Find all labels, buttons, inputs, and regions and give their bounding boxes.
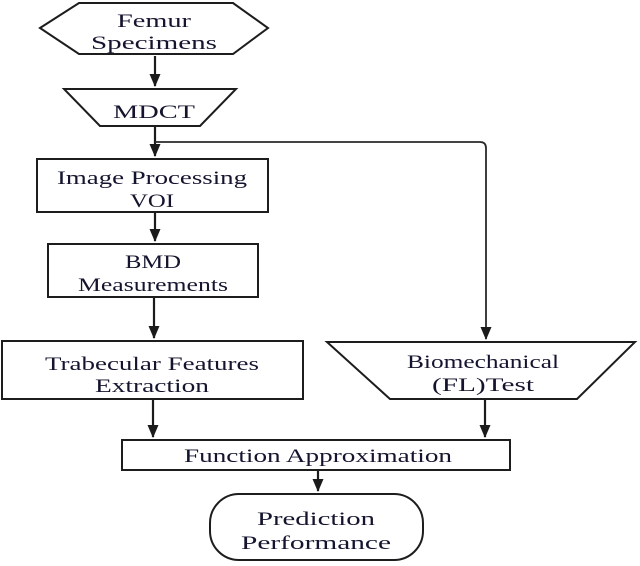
prediction-performance-node xyxy=(209,493,424,561)
bmd-measurements-node xyxy=(47,243,259,298)
image-processing-label-line2: VOI xyxy=(130,191,174,212)
femur-specimens-label-line1: Femur xyxy=(117,11,192,32)
image-processing-label-line1: Image Processing xyxy=(57,168,248,189)
mdct-node xyxy=(61,88,239,127)
mdct-label: MDCT xyxy=(113,102,196,123)
trabecular-features-label-line1: Trabecular Features xyxy=(45,354,259,375)
femur-specimens-label-line2: Specimens xyxy=(91,33,217,54)
biomechanical-test-label-line2: (FL)Test xyxy=(432,375,535,396)
biomechanical-test-label-line1: Biomechanical xyxy=(407,352,559,373)
prediction-performance-label-line1: Prediction xyxy=(257,509,376,530)
femur-specimens-node xyxy=(38,1,270,55)
edge-mdct-to-biomechanical-test xyxy=(155,141,492,340)
prediction-performance-label-line2: Performance xyxy=(241,533,391,554)
trabecular-features-node xyxy=(1,340,304,400)
bmd-measurements-label-line2: Measurements xyxy=(78,275,228,296)
biomechanical-test-node xyxy=(324,341,638,400)
bmd-measurements-label-line1: BMD xyxy=(125,252,181,273)
function-approximation-node xyxy=(121,439,511,471)
image-processing-node xyxy=(36,158,269,213)
trabecular-features-label-line2: Extraction xyxy=(95,376,210,397)
function-approximation-label: Function Approximation xyxy=(184,446,453,467)
